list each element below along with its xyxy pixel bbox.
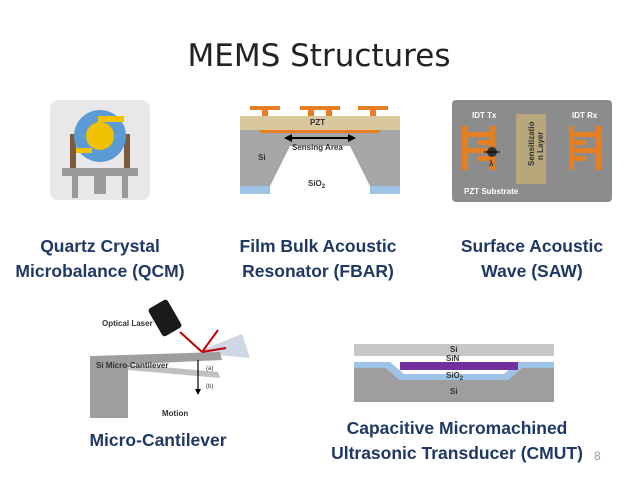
cmut-illustration: Si SiN SiO2 Si bbox=[354, 344, 554, 402]
saw-layer-label-1: Sensitizatio bbox=[527, 121, 536, 166]
fbar-si-label: Si bbox=[258, 153, 266, 162]
fbar-sio2-label: SiO2 bbox=[308, 179, 326, 190]
cantilever-laser-label: Optical Laser bbox=[102, 319, 153, 328]
cantilever-b-label: (b) bbox=[206, 384, 213, 390]
saw-caption: Surface Acoustic Wave (SAW) bbox=[460, 236, 604, 281]
cantilever-beam-label: Si Micro-Cantilever bbox=[96, 361, 168, 370]
cantilever-a-label: (a) bbox=[206, 366, 213, 372]
saw-lambda-label: λ bbox=[489, 159, 494, 168]
cantilever-motion-label: Motion bbox=[162, 409, 188, 418]
cmut-sin-label: SiN bbox=[446, 354, 460, 363]
saw-rx-label: IDT Rx bbox=[572, 111, 598, 120]
cmut-sio2-label: SiO2 bbox=[446, 371, 464, 382]
page-title: MEMS Structures bbox=[187, 38, 451, 74]
cmut-si-top-label: Si bbox=[450, 345, 458, 354]
qcm-caption: Quartz Crystal Microbalance (QCM) bbox=[15, 236, 185, 281]
cantilever-caption: Micro-Cantilever bbox=[89, 430, 227, 450]
fbar-sensing-label: Sensing Area bbox=[292, 143, 343, 152]
saw-substrate-label: PZT Substrate bbox=[464, 187, 519, 196]
fbar-pzt-label: PZT bbox=[310, 118, 325, 127]
saw-illustration: IDT Tx IDT Rx λ PZT Substrate Sensitizat… bbox=[452, 100, 612, 202]
cmut-caption: Capacitive Micromachined Ultrasonic Tran… bbox=[331, 418, 583, 463]
page-number: 8 bbox=[594, 449, 601, 463]
fbar-illustration: PZT Sensing Area Si SiO2 bbox=[240, 100, 400, 200]
qcm-illustration bbox=[50, 100, 150, 200]
fbar-caption: Film Bulk Acoustic Resonator (FBAR) bbox=[239, 236, 397, 281]
saw-tx-label: IDT Tx bbox=[472, 111, 497, 120]
cantilever-illustration: Optical Laser Si Micro-Cantilever (a) (b… bbox=[90, 299, 250, 418]
saw-layer-label-2: n Layer bbox=[536, 132, 545, 160]
cmut-si-bottom-label: Si bbox=[450, 387, 458, 396]
